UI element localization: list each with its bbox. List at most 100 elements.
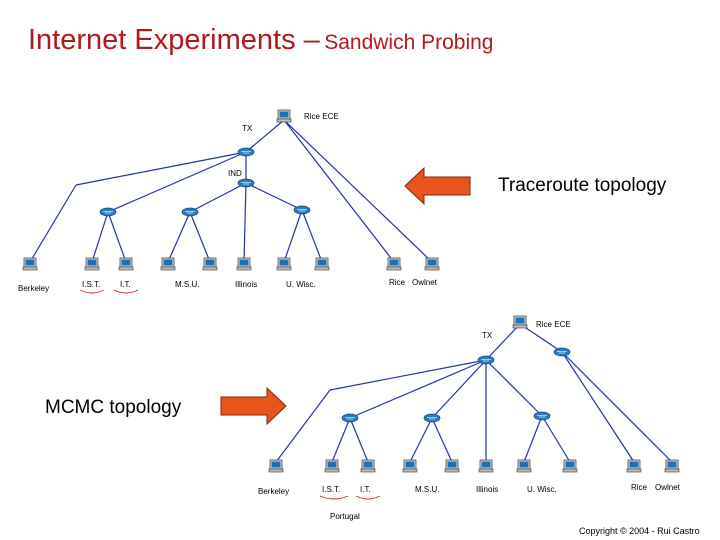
- computer-icon: [424, 257, 440, 271]
- node-label: Berkeley: [18, 284, 49, 293]
- link-r1-it: [107, 211, 127, 263]
- link-tx-r2: [431, 359, 487, 419]
- link-ind-illinois: [243, 182, 247, 263]
- router-icon: [423, 413, 441, 423]
- computer-icon: [478, 459, 494, 473]
- link-r3-wisc2: [301, 209, 323, 263]
- link-r3-wisc1: [523, 415, 543, 463]
- computer-icon: [444, 459, 460, 473]
- router-icon: [293, 205, 311, 215]
- node-label: IND: [228, 169, 242, 178]
- computer-icon: [84, 257, 100, 271]
- link-ind-r3: [245, 182, 303, 211]
- link-tx-r1: [349, 359, 487, 419]
- link-r1-it: [349, 417, 369, 463]
- node-label: Owlnet: [655, 483, 681, 492]
- link-r-rice: [561, 351, 635, 463]
- node-label: Owlnet: [412, 278, 438, 287]
- link-source-r: [519, 323, 563, 353]
- computer-icon: [314, 257, 330, 271]
- mcmc-topology-label: MCMC topology: [45, 397, 182, 418]
- router-icon: [99, 207, 117, 217]
- group-bracket: [79, 289, 139, 294]
- node-label: Rice ECE: [536, 320, 571, 329]
- node-label: TX: [242, 124, 253, 133]
- link-r2-msu1: [409, 417, 433, 463]
- node-label: I.S.T.: [322, 485, 340, 494]
- node-label: U. Wisc.: [286, 280, 316, 289]
- node-label: I.T.: [360, 485, 371, 494]
- link-r-owlnet: [561, 351, 673, 463]
- link-to-berkeley: [275, 389, 331, 463]
- computer-icon: [118, 257, 134, 271]
- link-r3-wisc1: [283, 209, 303, 263]
- computer-icon: [626, 459, 642, 473]
- traceroute-nodes: [22, 109, 440, 271]
- node-label: U. Wisc.: [527, 485, 557, 494]
- link-r2-msu2: [189, 211, 211, 263]
- computer-icon: [402, 459, 418, 473]
- link-tx-berkeley-bend: [75, 151, 247, 186]
- computer-icon: [22, 257, 38, 271]
- computer-icon: [562, 459, 578, 473]
- router-icon: [533, 411, 551, 421]
- computer-icon: [160, 257, 176, 271]
- copyright-text: Copyright © 2004 - Rui Castro: [579, 526, 700, 536]
- node-label: Illinois: [476, 485, 498, 494]
- node-label: M.S.U.: [175, 280, 199, 289]
- node-label: Rice: [631, 483, 648, 492]
- link-source-tx: [245, 119, 285, 153]
- link-to-berkeley: [29, 184, 77, 263]
- group-bracket: [319, 495, 381, 500]
- node-label: Berkeley: [258, 487, 289, 496]
- right-arrow-icon: [220, 386, 287, 426]
- link-ind-r2: [189, 182, 247, 213]
- computer-icon: [202, 257, 218, 271]
- router-icon: [181, 207, 199, 217]
- link-tx-r3: [485, 359, 543, 417]
- slide-title: Internet Experiments – Sandwich Probing: [28, 24, 494, 57]
- traceroute-tree: [29, 119, 433, 263]
- link-tx-r1: [107, 151, 247, 213]
- link-r2-msu1: [167, 211, 191, 263]
- source-computer-icon: [276, 109, 292, 123]
- node-label: Illinois: [235, 280, 257, 289]
- computer-icon: [236, 257, 252, 271]
- node-label: I.S.T.: [82, 280, 100, 289]
- traceroute-labels: Rice ECE TX IND Berkeley I.S.T. I.T. M.S…: [18, 112, 438, 293]
- node-label: I.T.: [120, 280, 131, 289]
- link-source-tx: [485, 323, 521, 361]
- node-label: Rice: [389, 278, 406, 287]
- link-tx-berkeley-bend: [329, 359, 487, 391]
- node-label: M.S.U.: [415, 485, 439, 494]
- link-r1-ist: [91, 211, 109, 263]
- source-computer-icon: [512, 315, 528, 329]
- link-source-rice: [283, 119, 395, 263]
- router-icon: [237, 178, 255, 188]
- node-label: Rice ECE: [304, 112, 339, 121]
- computer-icon: [276, 257, 292, 271]
- title-sub: Sandwich Probing: [324, 31, 494, 54]
- link-r2-msu2: [431, 417, 453, 463]
- link-r1-ist: [331, 417, 351, 463]
- mcmc-tree: [275, 323, 673, 463]
- computer-icon: [516, 459, 532, 473]
- computer-icon: [386, 257, 402, 271]
- mcmc-labels: Rice ECE TX Berkeley I.S.T. I.T. M.S.U. …: [258, 320, 681, 521]
- computer-icon: [664, 459, 680, 473]
- title-main: Internet Experiments –: [28, 24, 320, 56]
- left-arrow-icon: [404, 166, 471, 206]
- router-icon: [237, 147, 255, 157]
- router-icon: [477, 355, 495, 365]
- traceroute-topology-label: Traceroute topology: [498, 175, 667, 196]
- link-source-owlnet: [283, 119, 433, 263]
- group-label: Portugal: [330, 512, 360, 521]
- mcmc-nodes: [268, 315, 680, 473]
- node-label: TX: [482, 331, 493, 340]
- router-icon: [341, 413, 359, 423]
- computer-icon: [268, 459, 284, 473]
- computer-icon: [360, 459, 376, 473]
- computer-icon: [324, 459, 340, 473]
- router-icon: [553, 347, 571, 357]
